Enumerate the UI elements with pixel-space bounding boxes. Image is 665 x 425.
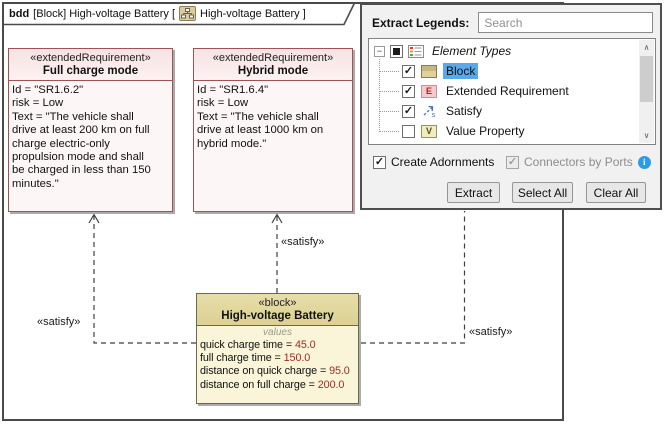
block-icon xyxy=(421,64,437,78)
satisfy-label-left: «satisfy» xyxy=(37,316,81,328)
extract-legends-panel: Extract Legends: − Element Types ✓ xyxy=(360,3,662,210)
diagram-name-label: High-voltage Battery ] xyxy=(200,7,306,20)
value-property-row: distance on full charge = 200.0 xyxy=(200,378,345,391)
element-types-tree: − Element Types ✓ Block ✓ E Extended Req… xyxy=(368,38,656,145)
tree-item-label: Value Property xyxy=(446,124,525,138)
requirement-name: Hybrid mode xyxy=(237,65,309,77)
tree-root-element-types[interactable]: − Element Types xyxy=(369,41,655,61)
values-compartment: values quick charge time = 45.0 full cha… xyxy=(197,326,358,403)
panel-options-row: ✓ Create Adornments ✓ Connectors by Port… xyxy=(362,155,660,173)
checkbox-checked[interactable]: ✓ xyxy=(402,84,415,98)
value-property-row: distance on quick charge = 95.0 xyxy=(200,365,350,378)
checkbox-checked[interactable]: ✓ xyxy=(402,104,415,118)
connectors-by-ports-option: ✓ Connectors by Ports i xyxy=(506,155,651,169)
tree-scrollbar[interactable]: ∧ ∨ xyxy=(639,40,654,143)
bdd-diagram-icon xyxy=(179,6,197,21)
satisfy-arrowhead-left xyxy=(88,213,100,224)
checkbox-checked-disabled: ✓ xyxy=(506,155,519,169)
tree-item-block[interactable]: ✓ Block xyxy=(369,61,655,81)
checkbox-unchecked[interactable] xyxy=(402,124,415,138)
tree-guide-stub xyxy=(380,91,399,92)
search-input[interactable] xyxy=(478,12,653,33)
satisfy-arrowhead-middle xyxy=(271,213,283,224)
stereotype-label: «extendedRequirement» xyxy=(30,52,151,64)
diagram-context-label: [Block] High-voltage Battery [ xyxy=(33,7,176,20)
tree-guide-line xyxy=(379,59,380,132)
tree-item-satisfy[interactable]: ✓ s Satisfy xyxy=(369,101,655,121)
value-property-icon: V xyxy=(421,124,437,138)
tree-item-label: Extended Requirement xyxy=(446,84,569,98)
requirement-box-hybrid-mode[interactable]: «extendedRequirement» Hybrid mode Id = "… xyxy=(193,48,353,212)
diagram-frame xyxy=(2,2,564,421)
compartment-label: values xyxy=(263,327,292,338)
clear-all-button[interactable]: Clear All xyxy=(586,182,646,203)
satisfy-label-right: «satisfy» xyxy=(469,326,513,338)
legend-icon xyxy=(408,44,424,58)
requirement-properties: Id = "SR1.6.2" risk = Low Text = "The ve… xyxy=(9,81,172,211)
option-label: Create Adornments xyxy=(391,155,495,169)
tree-item-label: Satisfy xyxy=(446,104,483,118)
requirement-properties: Id = "SR1.6.4" risk = Low Text = "The ve… xyxy=(194,81,352,211)
requirement-header: «extendedRequirement» Hybrid mode xyxy=(194,49,352,81)
tristate-checkbox[interactable] xyxy=(390,44,403,58)
extract-button[interactable]: Extract xyxy=(447,182,500,203)
satisfy-label-middle: «satisfy» xyxy=(281,236,325,248)
extended-requirement-icon: E xyxy=(421,84,437,98)
requirement-box-full-charge-mode[interactable]: «extendedRequirement» Full charge mode I… xyxy=(8,48,173,212)
satisfy-connector-left[interactable] xyxy=(93,216,196,344)
tree-guide-stub xyxy=(380,111,399,112)
block-box-high-voltage-battery[interactable]: «block» High-voltage Battery values quic… xyxy=(196,293,359,404)
tree-item-value-property[interactable]: V Value Property xyxy=(369,121,655,141)
stereotype-label: «block» xyxy=(258,297,297,309)
panel-title: Extract Legends: xyxy=(372,15,470,30)
satisfy-connector-right[interactable] xyxy=(361,211,466,344)
block-header: «block» High-voltage Battery xyxy=(197,294,358,326)
scroll-up-arrow-icon[interactable]: ∧ xyxy=(639,40,654,55)
collapse-expander-icon[interactable]: − xyxy=(374,45,385,57)
create-adornments-option[interactable]: ✓ Create Adornments xyxy=(373,155,494,169)
panel-header: Extract Legends: xyxy=(362,5,660,33)
option-label: Connectors by Ports xyxy=(524,155,633,169)
stereotype-label: «extendedRequirement» xyxy=(212,52,334,64)
diagram-kind-label: bdd xyxy=(9,7,30,20)
svg-text:s: s xyxy=(432,110,436,118)
diagram-tab-outline xyxy=(3,2,356,26)
scroll-down-arrow-icon[interactable]: ∨ xyxy=(639,128,654,143)
block-name: High-voltage Battery xyxy=(221,310,334,322)
requirement-name: Full charge mode xyxy=(42,65,139,77)
info-icon[interactable]: i xyxy=(637,155,651,169)
satisfy-icon: s xyxy=(421,105,437,118)
tree-item-extended-requirement[interactable]: ✓ E Extended Requirement xyxy=(369,81,655,101)
tree-root-label: Element Types xyxy=(432,44,512,58)
value-property-row: full charge time = 150.0 xyxy=(200,352,311,365)
requirement-header: «extendedRequirement» Full charge mode xyxy=(9,49,172,81)
checkbox-checked[interactable]: ✓ xyxy=(373,155,386,169)
tree-guide-stub xyxy=(380,131,399,132)
select-all-button[interactable]: Select All xyxy=(512,182,573,203)
diagram-header-tab[interactable]: bdd[Block] High-voltage Battery [ High-v… xyxy=(9,6,306,21)
tree-guide-stub xyxy=(380,71,399,72)
checkbox-checked[interactable]: ✓ xyxy=(402,64,415,78)
tree-item-label: Block xyxy=(443,63,479,79)
value-property-row: quick charge time = 45.0 xyxy=(200,339,316,351)
scrollbar-thumb[interactable] xyxy=(640,56,653,102)
